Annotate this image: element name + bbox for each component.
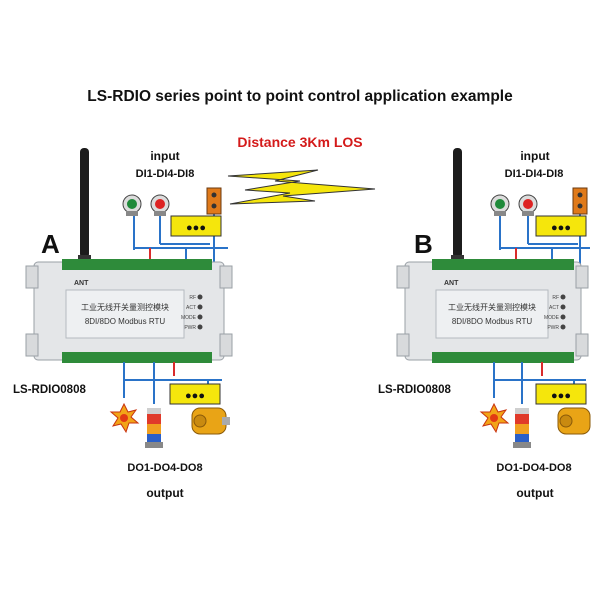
- limit-switch-icon: [572, 187, 588, 215]
- input-label: input: [520, 149, 550, 163]
- input-ellipsis-box: [170, 215, 222, 237]
- alarm-light-icon: [109, 402, 140, 434]
- output-channels-label: DO1-DO4-DO8: [496, 462, 572, 474]
- led-rf-label: RF: [189, 295, 196, 301]
- output-label: output: [516, 486, 554, 500]
- unit-letter: A: [41, 229, 60, 259]
- ant-label: ANT: [444, 280, 459, 287]
- tower-light-icon: [513, 408, 531, 448]
- page-title: LS-RDIO series point to point control ap…: [87, 88, 513, 105]
- tower-light-icon: [145, 408, 163, 448]
- input-ellipsis: ●●●: [551, 222, 571, 234]
- distance-label: Distance 3Km LOS: [237, 134, 363, 150]
- unit-letter: B: [414, 229, 433, 259]
- output-ellipsis-box: [535, 383, 587, 405]
- board-name-cn: 工业无线开关量测控模块: [448, 302, 536, 312]
- led-mode-label: MODE: [544, 315, 560, 321]
- push-button-icon: [122, 194, 142, 216]
- limit-switch-icon: [206, 187, 222, 215]
- output-ellipsis-box: [169, 383, 221, 405]
- led-rf-label: RF: [552, 295, 559, 301]
- led-mode-label: MODE: [181, 315, 197, 321]
- model-label: LS-RDIO0808: [378, 384, 451, 396]
- input-channels-label: DI1-DI4-DI8: [504, 168, 564, 180]
- led-pwr-label: PWR: [547, 325, 559, 331]
- module-body: [25, 259, 233, 363]
- led-pwr-label: PWR: [184, 325, 196, 331]
- antenna-icon: [451, 148, 464, 267]
- output-ellipsis: ●●●: [185, 390, 205, 402]
- motor-icon: [191, 407, 230, 435]
- board-name-en: 8DI/8DO Modbus RTU: [452, 317, 533, 326]
- board-name-en: 8DI/8DO Modbus RTU: [85, 317, 166, 326]
- stop-button-icon: [150, 194, 170, 216]
- ant-label: ANT: [74, 280, 89, 287]
- led-act-label: ACT: [186, 305, 196, 311]
- alarm-light-icon: [479, 402, 510, 434]
- motor-icon: [557, 407, 591, 435]
- push-button-icon: [490, 194, 510, 216]
- input-channels-label: DI1-DI4-DI8: [135, 168, 195, 180]
- board-name-cn: 工业无线开关量测控模块: [81, 302, 169, 312]
- input-ellipsis-box: [535, 215, 587, 237]
- model-label: LS-RDIO0808: [13, 384, 86, 396]
- stop-button-icon: [518, 194, 538, 216]
- input-label: input: [150, 149, 180, 163]
- output-label: output: [146, 486, 184, 500]
- led-act-label: ACT: [549, 305, 559, 311]
- module-body: [396, 259, 589, 363]
- output-ellipsis: ●●●: [551, 390, 571, 402]
- output-channels-label: DO1-DO4-DO8: [127, 462, 203, 474]
- input-ellipsis: ●●●: [186, 222, 206, 234]
